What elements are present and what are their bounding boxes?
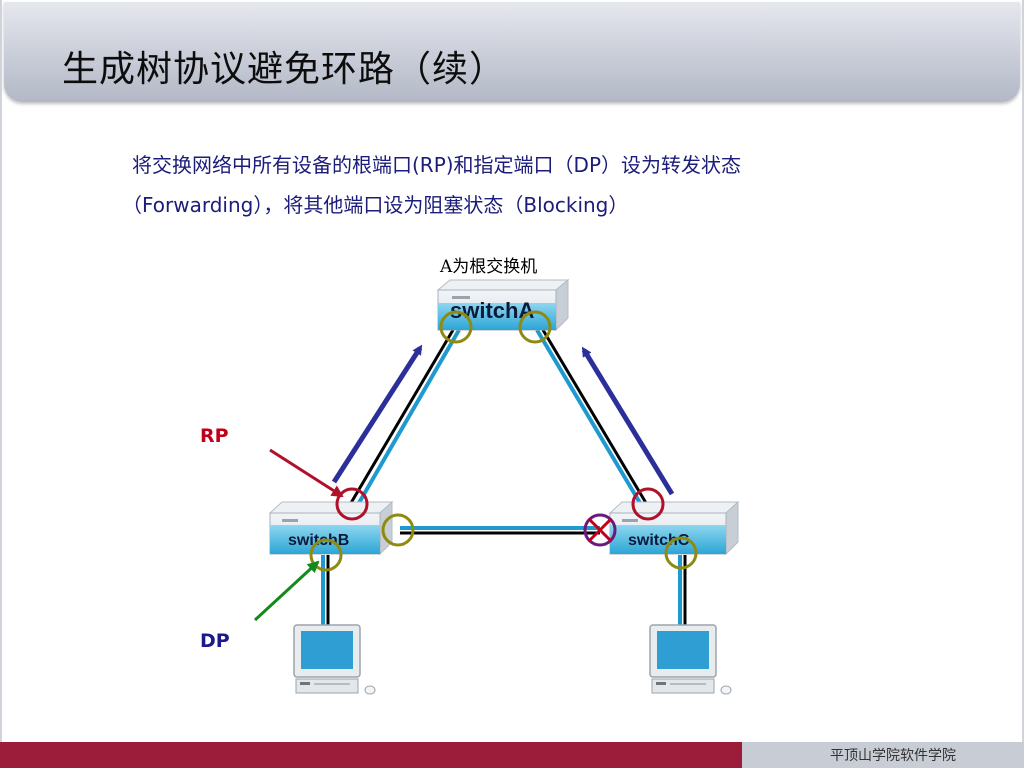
dp-circle-a-left [439, 310, 473, 344]
stp-diagram: switchA switchB switchC [253, 278, 740, 695]
root-caption: A为根交换机 [440, 257, 538, 277]
switch-a: switchA [436, 278, 570, 332]
right-border [1022, 0, 1024, 742]
slide-title: 生成树协议避免环路（续） [62, 49, 507, 90]
left-border [0, 0, 2, 742]
forward-arrow-b-to-a [331, 344, 423, 484]
link-a-b [346, 328, 461, 510]
dp-circle-c-bottom [664, 536, 698, 570]
rp-circle-c [631, 487, 665, 521]
dp-circle-a-right [518, 310, 552, 344]
link-c-pc [678, 555, 687, 625]
switch-a-label: switchA [450, 298, 534, 323]
link-b-pc [321, 555, 330, 625]
switch-b: switchB [268, 500, 394, 556]
pc-c [649, 624, 732, 695]
rp-circle-b [335, 487, 369, 521]
description-line-1: 将交换网络中所有设备的根端口(RP)和指定端口（DP）设为转发状态 [132, 153, 742, 177]
blocked-port-c [583, 513, 617, 547]
footer-red-band [0, 742, 742, 768]
forward-arrow-c-to-a [581, 346, 675, 496]
dp-circle-b-bottom [309, 538, 343, 572]
pc-b [293, 624, 376, 695]
label-rp: RP [200, 425, 229, 447]
dp-circle-b-right [381, 513, 415, 547]
label-dp: DP [200, 630, 230, 652]
footer-text: 平顶山学院软件学院 [830, 748, 956, 764]
rp-pointer-arrow [269, 448, 344, 498]
dp-pointer-arrow [253, 560, 320, 622]
link-b-c [400, 526, 600, 535]
description-line-2: （Forwarding），将其他端口设为阻塞状态（Blocking） [122, 193, 629, 217]
footer-gray-band [742, 742, 1024, 768]
switch-c: switchC [608, 500, 740, 556]
description: 将交换网络中所有设备的根端口(RP)和指定端口（DP）设为转发状态 （Forwa… [122, 145, 922, 225]
title-bar [4, 2, 1020, 102]
switch-c-label: switchC [628, 532, 690, 549]
link-a-c [535, 328, 651, 510]
